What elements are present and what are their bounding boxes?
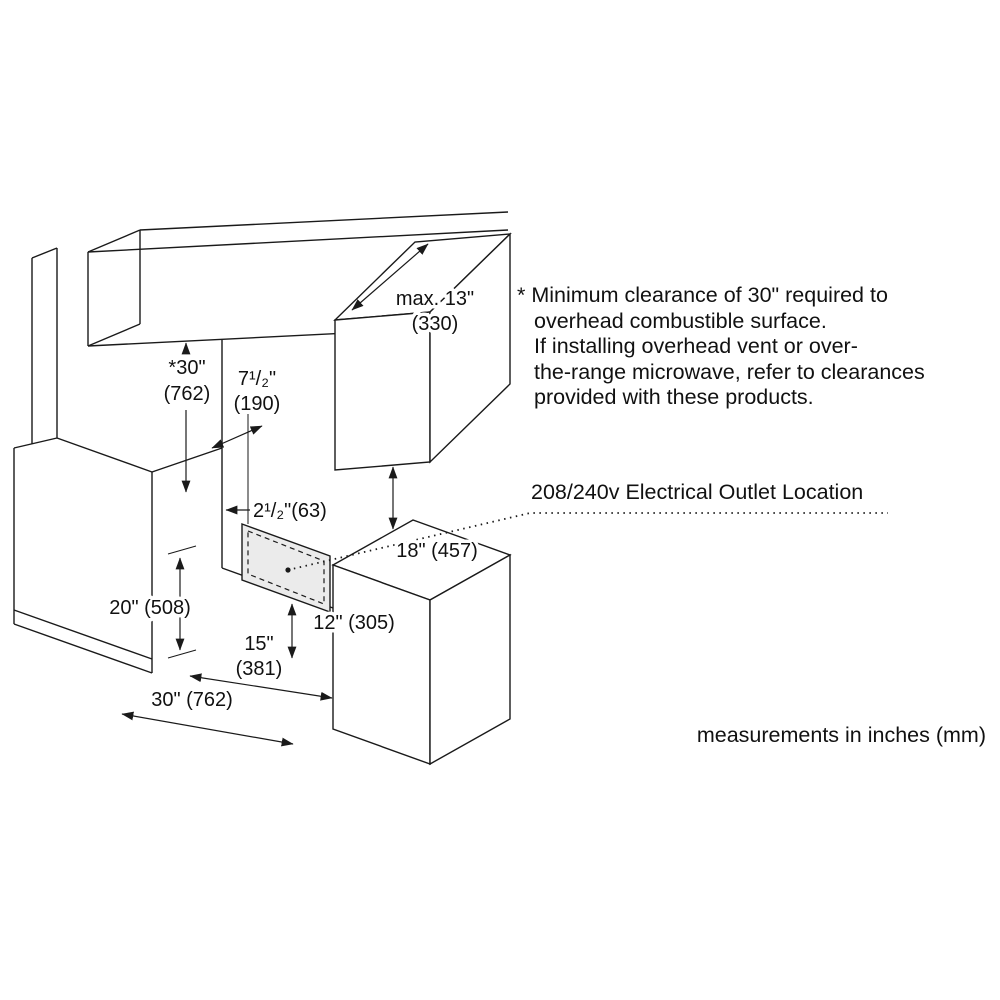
soffit-front-top-edge [87,229,509,253]
soffit [87,211,509,347]
seven-half-arrow [211,425,263,449]
left-cabinet-bottom-edge [13,609,153,660]
max13-arrow [351,243,429,311]
eighteen-label: 18" (457) [396,540,478,562]
soffit-end-bottom-edge [87,323,141,347]
twenty-label: 20" (508) [109,597,191,619]
clearance-note-line: provided with these products. [534,385,814,409]
outlet-recess-panel [241,523,331,613]
overhead-cabinet-front-face [334,311,431,471]
outlet-leader-dotted-line [287,512,888,571]
outlet-location-label: 208/240v Electrical Outlet Location [531,480,864,504]
twelve-label: 12" (305) [313,612,395,634]
two-half-label: 2¹/₂"(63) [253,500,327,522]
dimension-30-clearance: *30" (762) [160,342,214,493]
outlet-recess-dashed-inset [247,530,325,605]
dimension-15: 15" (381) [189,630,333,701]
dimension-7half: 7¹/₂" (190) [211,365,284,524]
right-cabinet-side-face [429,553,511,766]
clearance-note-line: * Minimum clearance of 30" required to [517,283,888,307]
twenty-witness-top [167,545,197,555]
fifteen-label-line2: (381) [236,658,283,680]
column-top-edge [31,247,58,259]
dimension-20: 20" (508) [106,545,197,659]
left-cabinet-kick-edge [13,623,153,674]
opening-counter-edge [151,447,223,473]
wall-column [31,247,58,444]
overhead-cabinet [333,232,512,471]
right-cabinet [331,519,512,766]
clearance-note-line: the-range microwave, refer to clearances [534,359,925,384]
soffit-end-top-edge [87,229,141,253]
clearance-note-line: If installing overhead vent or over- [534,334,858,358]
clearance-note: * Minimum clearance of 30" required to o… [517,283,996,411]
thirty-width-label: 30" (762) [151,689,233,711]
clearance-label-line1: *30" [168,357,205,379]
soffit-back-top-edge [139,211,509,231]
max13-label-line1: max. 13" [396,288,474,310]
units-note: measurements in inches (mm) [696,723,986,747]
dimension-2half: 2¹/₂"(63) [225,497,330,526]
left-cabinet-top-edge-b [56,437,153,473]
left-cabinet-top-edge-a [13,437,58,449]
dimension-12: 12" (305) [287,603,398,659]
seven-half-label-line2: (190) [234,393,281,415]
dimension-max13: max. 13" (330) [351,243,478,339]
left-cabinet [13,437,153,674]
dimension-18: 18" (457) [388,466,481,566]
overhead-cabinet-side-face [429,232,511,464]
fifteen-label-line1: 15" [244,633,273,655]
right-cabinet-front-face [332,564,431,765]
seven-half-label-line1: 7¹/₂" [238,368,276,390]
clearance-note-line: overhead combustible surface. [534,308,827,333]
fifteen-arrow [189,673,333,701]
electrical-outlet-recess [241,523,331,613]
twenty-witness-bottom [167,649,197,659]
thirty-width-arrow [121,711,294,747]
clearance-label-line2: (762) [164,383,211,405]
dimension-30-width: 30" (762) [121,686,294,747]
max13-label-line2: (330) [412,313,459,335]
